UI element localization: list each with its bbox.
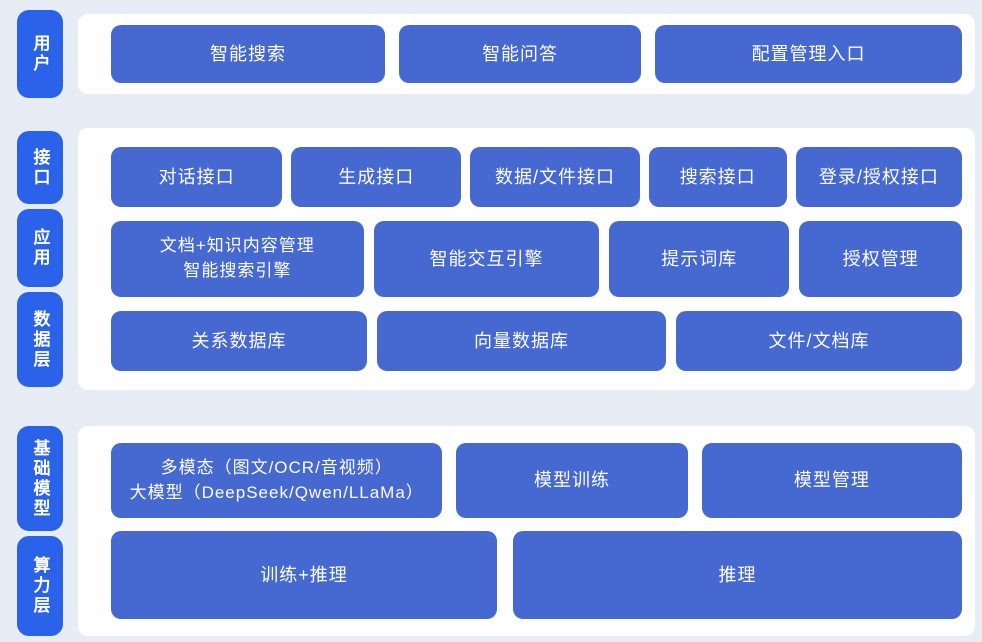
middle-layers-band: 接口 应用 数据层 对话接口 生成接口 数据/文件接口 搜索接口 登录/授权接口…	[0, 128, 982, 390]
box-smart-search: 智能搜索	[111, 25, 385, 83]
box-config-management-entry: 配置管理入口	[655, 25, 962, 83]
user-layer-labels: 用户	[17, 10, 63, 98]
middle-layers-panel: 对话接口 生成接口 数据/文件接口 搜索接口 登录/授权接口 文档+知识内容管理…	[78, 128, 975, 390]
bottom-layers-panel: 多模态（图文/OCR/音视频） 大模型（DeepSeek/Qwen/LLaMa）…	[78, 426, 975, 636]
layer-label-application: 应用	[17, 209, 63, 287]
layer-label-data: 数据层	[17, 292, 63, 387]
box-data-file-api: 数据/文件接口	[470, 147, 640, 207]
box-dialog-api: 对话接口	[111, 147, 283, 207]
box-relational-database: 关系数据库	[111, 311, 367, 371]
box-intelligent-interaction-engine: 智能交互引擎	[373, 221, 600, 297]
box-authorization-management: 授权管理	[799, 221, 962, 297]
layer-label-foundation-model: 基础模型	[17, 426, 63, 531]
box-prompt-library: 提示词库	[609, 221, 790, 297]
box-multimodal-large-model: 多模态（图文/OCR/音视频） 大模型（DeepSeek/Qwen/LLaMa）	[111, 443, 443, 518]
box-model-training: 模型训练	[456, 443, 688, 518]
box-search-api: 搜索接口	[648, 147, 787, 207]
layer-label-compute: 算力层	[17, 536, 63, 636]
layer-label-user: 用户	[17, 10, 63, 98]
middle-layer-labels: 接口 应用 数据层	[17, 131, 63, 387]
box-smart-qa: 智能问答	[399, 25, 642, 83]
user-layer-band: 用户 智能搜索 智能问答 配置管理入口	[0, 10, 982, 98]
box-vector-database: 向量数据库	[377, 311, 666, 371]
user-layer-panel: 智能搜索 智能问答 配置管理入口	[78, 14, 975, 94]
layer-label-interface: 接口	[17, 131, 63, 204]
box-doc-knowledge-search-engine: 文档+知识内容管理 智能搜索引擎	[111, 221, 364, 297]
box-login-auth-api: 登录/授权接口	[795, 147, 962, 207]
bottom-layers-band: 基础模型 算力层 多模态（图文/OCR/音视频） 大模型（DeepSeek/Qw…	[0, 425, 982, 637]
box-model-management: 模型管理	[701, 443, 962, 518]
box-generation-api: 生成接口	[291, 147, 462, 207]
bottom-layer-labels: 基础模型 算力层	[17, 426, 63, 636]
box-inference: 推理	[513, 531, 962, 619]
box-file-document-store: 文件/文档库	[676, 311, 962, 371]
box-training-plus-inference: 训练+推理	[111, 531, 497, 619]
